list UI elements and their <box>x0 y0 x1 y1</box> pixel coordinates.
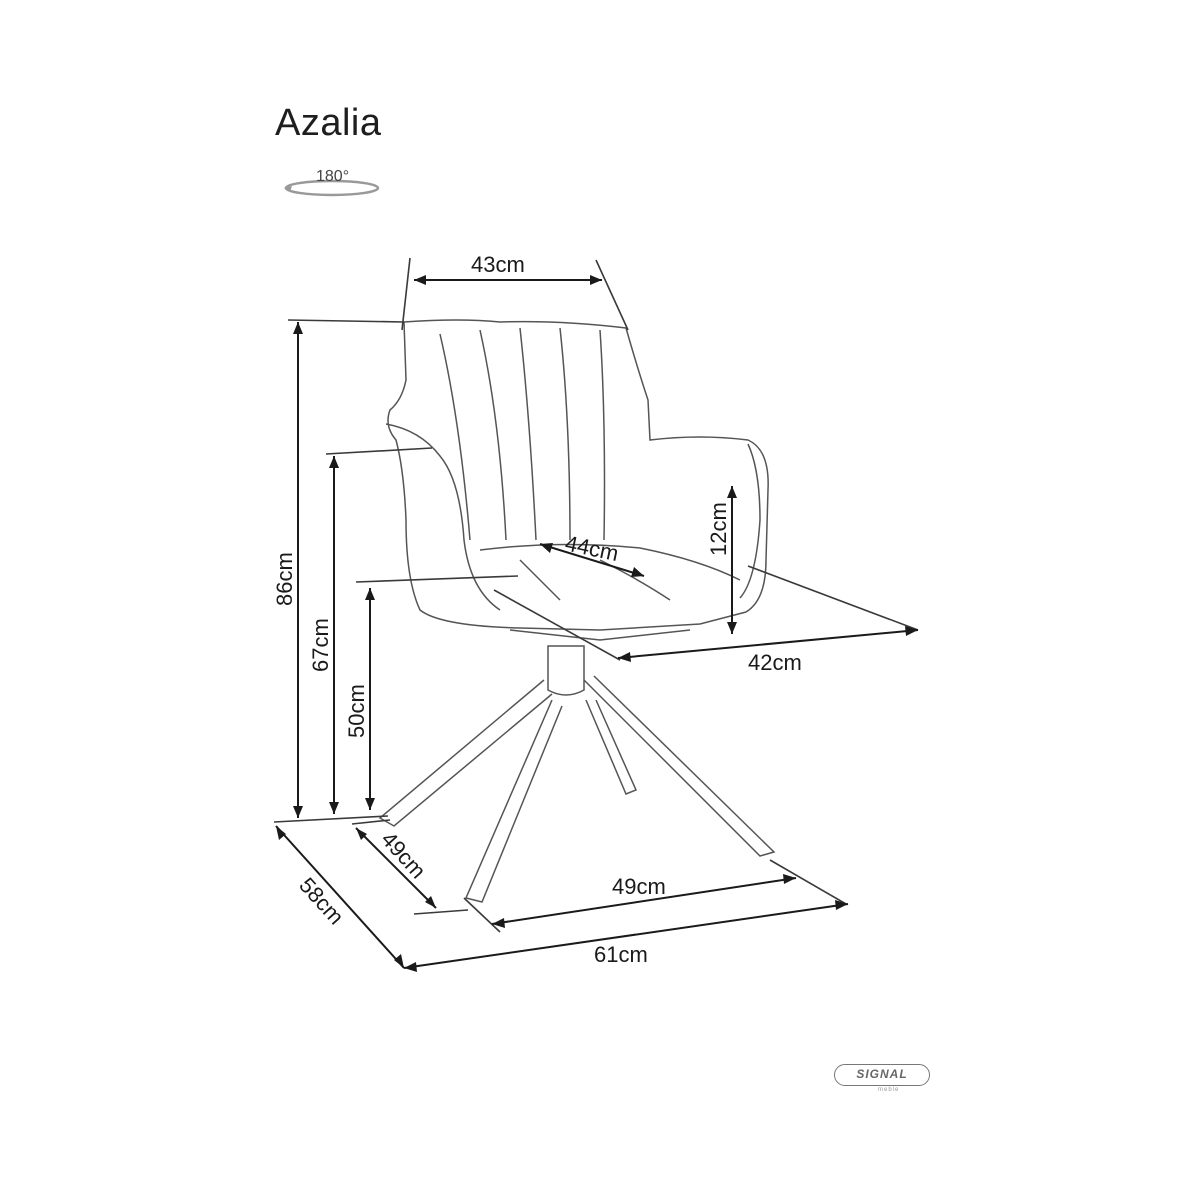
dim-total-depth <box>273 815 405 969</box>
dim-total-depth-label: 58cm <box>294 873 349 930</box>
dim-armrest-height <box>325 447 433 814</box>
dim-backrest-width-label: 43cm <box>471 252 525 277</box>
dim-base-front-label: 49cm <box>612 874 666 899</box>
chair-illustration <box>378 319 776 903</box>
rotation-label: 180° <box>316 168 350 185</box>
dim-seat-depth <box>493 565 919 662</box>
brand-logo-sub: meble <box>878 1087 900 1093</box>
dim-armrest-above-seat-label: 12cm <box>706 502 731 556</box>
dim-base-side <box>351 819 469 915</box>
dim-seat-width <box>539 543 645 577</box>
dim-armrest-height-label: 67cm <box>308 618 333 672</box>
dim-total-width-label: 61cm <box>594 942 648 967</box>
dim-total-height-label: 86cm <box>272 552 297 606</box>
dim-seat-depth-label: 42cm <box>748 650 802 675</box>
dim-total-width <box>403 900 849 972</box>
product-title: Azalia <box>275 102 382 144</box>
dim-armrest-above-seat <box>727 486 737 634</box>
dim-backrest-width <box>401 257 629 331</box>
rotation-arrow-icon <box>284 179 380 197</box>
dim-seat-height <box>355 575 519 810</box>
dim-seat-width-label: 44cm <box>563 530 621 566</box>
dim-base-front <box>463 859 847 933</box>
dim-seat-height-label: 50cm <box>344 684 369 738</box>
brand-logo: SIGNAL <box>834 1064 930 1086</box>
dim-total-height <box>287 319 405 818</box>
